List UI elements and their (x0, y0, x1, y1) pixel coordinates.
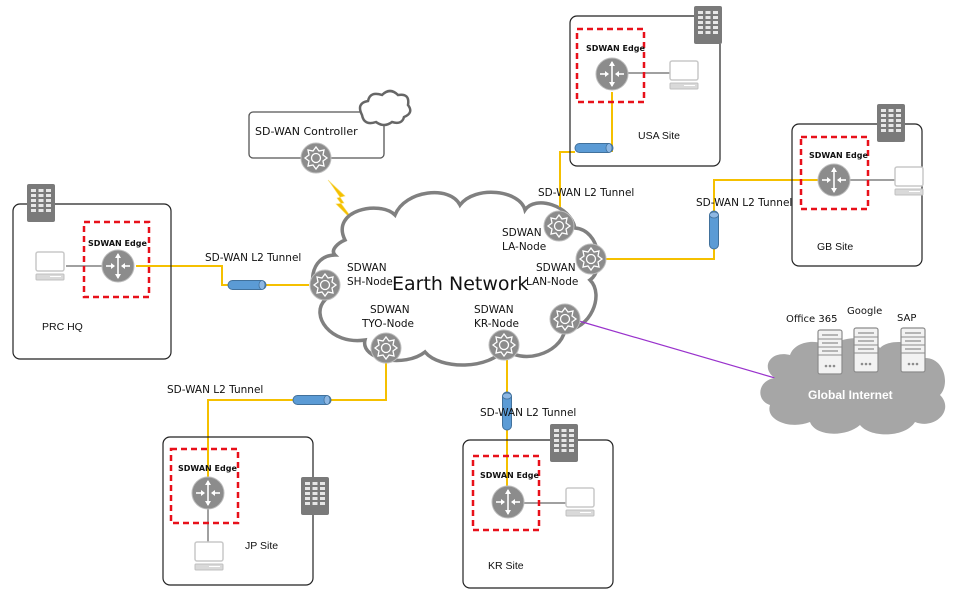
service-label-sap: SAP (897, 313, 916, 324)
pc-icon (565, 487, 595, 517)
internet-link (571, 318, 776, 379)
pc-icon (194, 541, 224, 571)
tunnel-line-prc (136, 265, 309, 286)
node-kr[interactable]: SDWAN KR-Node (474, 304, 520, 361)
node-kr-label-2: KR-Node (474, 318, 519, 330)
site-box (12, 203, 172, 360)
controller-label: SD-WAN Controller (255, 125, 358, 138)
node-la-label-1: SDWAN (502, 227, 542, 239)
edge-box (575, 27, 646, 104)
router-icon (491, 485, 525, 519)
controller-gear-icon (300, 142, 332, 174)
site-label-prc: PRC HQ (42, 321, 83, 333)
edge-box (471, 454, 541, 532)
earth-network-title: Earth Network (392, 273, 528, 295)
tunnel-pipe-prc (227, 280, 267, 290)
tunnel-label-kr: SD-WAN L2 Tunnel (480, 407, 576, 419)
gear-icon (370, 332, 402, 364)
node-sh-label-2: SH-Node (347, 276, 393, 288)
node-lan[interactable]: SDWAN LAN-Node (526, 243, 607, 288)
edge-label: SDWAN Edge (586, 44, 645, 53)
node-internet-gateway[interactable] (549, 303, 581, 335)
internet-label: Global Internet (808, 388, 893, 402)
tunnel-label-gb: SD-WAN L2 Tunnel (696, 197, 792, 209)
node-lan-label-1: SDWAN (536, 262, 576, 274)
pc-icon (35, 251, 65, 281)
site-prc-hq[interactable]: SDWAN Edge PRC HQ (12, 184, 172, 360)
tunnel-label-jp: SD-WAN L2 Tunnel (167, 384, 263, 396)
node-tyo[interactable]: SDWAN TYO-Node (361, 304, 414, 364)
building-icon (694, 6, 722, 44)
node-la[interactable]: SDWAN LA-Node (502, 210, 575, 253)
router-icon (191, 476, 225, 510)
pc-icon (669, 60, 699, 90)
server-icon-office365 (817, 329, 843, 375)
server-icon-google (853, 327, 879, 373)
node-la-label-2: LA-Node (502, 241, 546, 253)
building-icon (27, 184, 55, 222)
router-icon (101, 249, 135, 283)
node-sh[interactable]: SDWAN SH-Node (309, 262, 393, 301)
edge-box (169, 447, 240, 525)
server-icon-sap (900, 327, 926, 373)
service-label-office365: Office 365 (786, 314, 837, 325)
node-tyo-label-1: SDWAN (370, 304, 410, 316)
router-icon (595, 57, 629, 91)
internet-cloud (760, 338, 946, 435)
gear-icon (488, 329, 520, 361)
site-gb[interactable]: SDWAN Edge GB Site (791, 104, 924, 267)
site-kr[interactable]: SDWAN Edge KR Site (462, 424, 614, 589)
tunnel-label-prc: SD-WAN L2 Tunnel (205, 252, 301, 264)
pc-icon (894, 166, 924, 196)
tunnel-pipe-usa (574, 143, 614, 153)
tunnel-pipe-gb (709, 210, 719, 250)
gear-icon (575, 243, 607, 275)
site-box (569, 15, 721, 167)
site-box (462, 439, 614, 589)
lightning-icon (327, 179, 358, 226)
site-box (162, 436, 314, 586)
tunnel-pipe-jp (292, 395, 332, 405)
edge-label: SDWAN Edge (480, 471, 539, 480)
gear-icon (309, 269, 341, 301)
building-icon (301, 477, 329, 515)
gear-icon (543, 210, 575, 242)
edge-label: SDWAN Edge (809, 151, 868, 160)
edge-label: SDWAN Edge (88, 239, 147, 248)
site-label-gb: GB Site (817, 241, 853, 253)
site-label-kr: KR Site (488, 560, 524, 572)
node-lan-label-2: LAN-Node (526, 276, 578, 288)
tunnel-label-usa: SD-WAN L2 Tunnel (538, 187, 634, 199)
building-icon (550, 424, 578, 462)
site-usa[interactable]: SDWAN Edge USA Site (569, 6, 722, 167)
site-label-jp: JP Site (245, 540, 278, 552)
edge-box (799, 135, 870, 211)
cloud-icon (358, 89, 412, 127)
sd-wan-controller[interactable]: SD-WAN Controller (248, 89, 412, 174)
node-kr-label-1: SDWAN (474, 304, 514, 316)
node-sh-label-1: SDWAN (347, 262, 387, 274)
edge-label: SDWAN Edge (178, 464, 237, 473)
router-icon (817, 163, 851, 197)
gear-icon (549, 303, 581, 335)
edge-box (82, 220, 151, 299)
node-tyo-label-2: TYO-Node (361, 318, 414, 330)
site-jp[interactable]: SDWAN Edge JP Site (162, 436, 329, 586)
global-internet[interactable]: Office 365 Google SAP Global Internet (760, 306, 946, 435)
service-label-google: Google (847, 306, 882, 317)
building-icon (877, 104, 905, 142)
site-label-usa: USA Site (638, 130, 680, 142)
